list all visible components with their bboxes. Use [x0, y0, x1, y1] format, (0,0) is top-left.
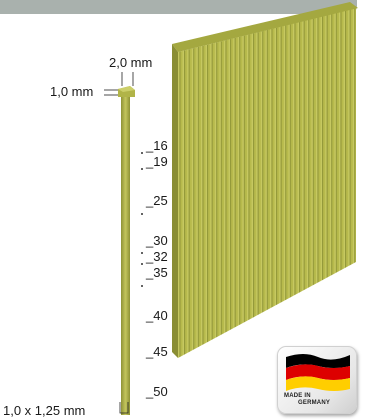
length-dot — [141, 168, 143, 170]
length-label-16: _16 — [146, 138, 168, 153]
nail-strip-side — [172, 44, 178, 358]
crown-width-label: 2,0 mm — [109, 55, 153, 70]
nail-shank — [121, 97, 130, 415]
length-label-35: _35 — [146, 265, 168, 280]
crown-width-marker — [121, 72, 134, 86]
length-dot — [141, 252, 143, 254]
nail-strip — [172, 2, 358, 358]
single-nail — [118, 86, 135, 415]
badge-line-2: GERMANY — [298, 400, 331, 406]
length-label-30: _30 — [146, 233, 168, 248]
wire-section-marker — [119, 402, 129, 414]
length-dot — [141, 152, 143, 154]
wire-section-label: 1,0 x 1,25 mm — [3, 403, 86, 418]
nail-strip-top — [172, 2, 358, 52]
german-flag-icon — [286, 354, 350, 391]
length-label-40: _40 — [146, 308, 168, 323]
header-bar — [0, 0, 357, 14]
length-label-50: _50 — [146, 384, 168, 399]
length-label-32: _32 — [146, 249, 168, 264]
badge-line-1: MADE IN — [284, 393, 311, 399]
crown-height-marker — [104, 89, 118, 96]
length-dot — [141, 263, 143, 265]
length-dot — [141, 285, 143, 287]
badge-text: MADE IN GERMANY — [284, 393, 350, 407]
length-label-25: _25 — [146, 193, 168, 208]
made-in-germany-badge: MADE IN GERMANY — [277, 346, 357, 414]
crown-height-label: 1,0 mm — [50, 84, 94, 99]
nail-strip-face — [178, 8, 356, 358]
length-dot — [141, 213, 143, 215]
length-label-45: _45 — [146, 344, 168, 359]
nail-head-top — [118, 86, 135, 92]
length-label-19: _19 — [146, 154, 168, 169]
